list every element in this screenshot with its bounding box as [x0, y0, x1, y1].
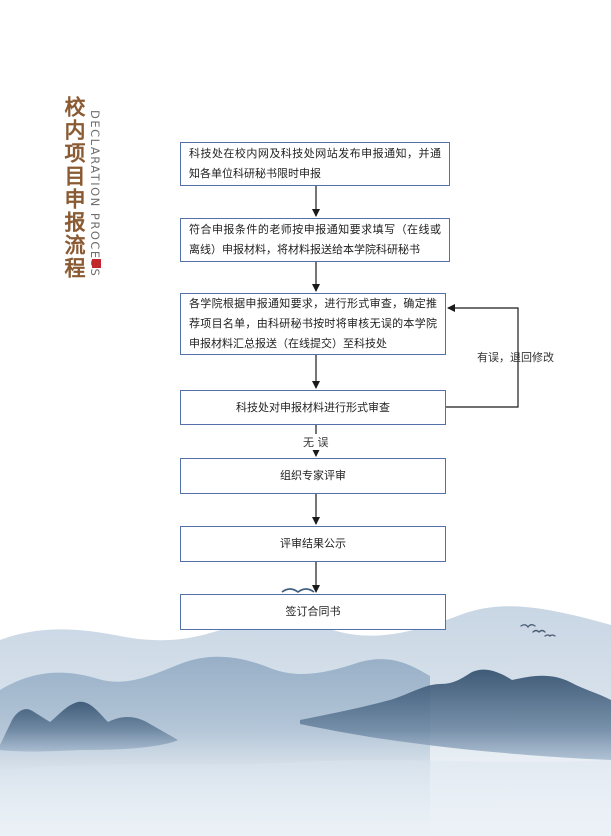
- step-4-box: 科技处对申报材料进行形式审查: [180, 390, 446, 425]
- error-return-label: 有误，退回修改: [477, 351, 554, 364]
- feedback-loop-arrow: [446, 304, 519, 408]
- step-7-box: 签订合同书: [180, 594, 446, 630]
- step-6-box: 评审结果公示: [180, 526, 446, 562]
- title-accent-square: [92, 259, 101, 268]
- page-title: 校内项目申报流程: [62, 96, 87, 280]
- step-1-box: 科技处在校内网及科技处网站发布申报通知，并通知各单位科研秘书限时申报: [180, 142, 450, 186]
- step-2-box: 符合申报条件的老师按申报通知要求填写（在线或离线）申报材料，将材料报送给本学院科…: [180, 218, 450, 262]
- step-3-box: 各学院根据申报通知要求，进行形式审查，确定推荐项目名单，由科研秘书按时将审核无误…: [180, 293, 446, 355]
- page-subtitle: DECLARATION PROCESS: [88, 110, 102, 278]
- step-5-box: 组织专家评审: [180, 458, 446, 494]
- no-error-label: 无 误: [301, 434, 331, 450]
